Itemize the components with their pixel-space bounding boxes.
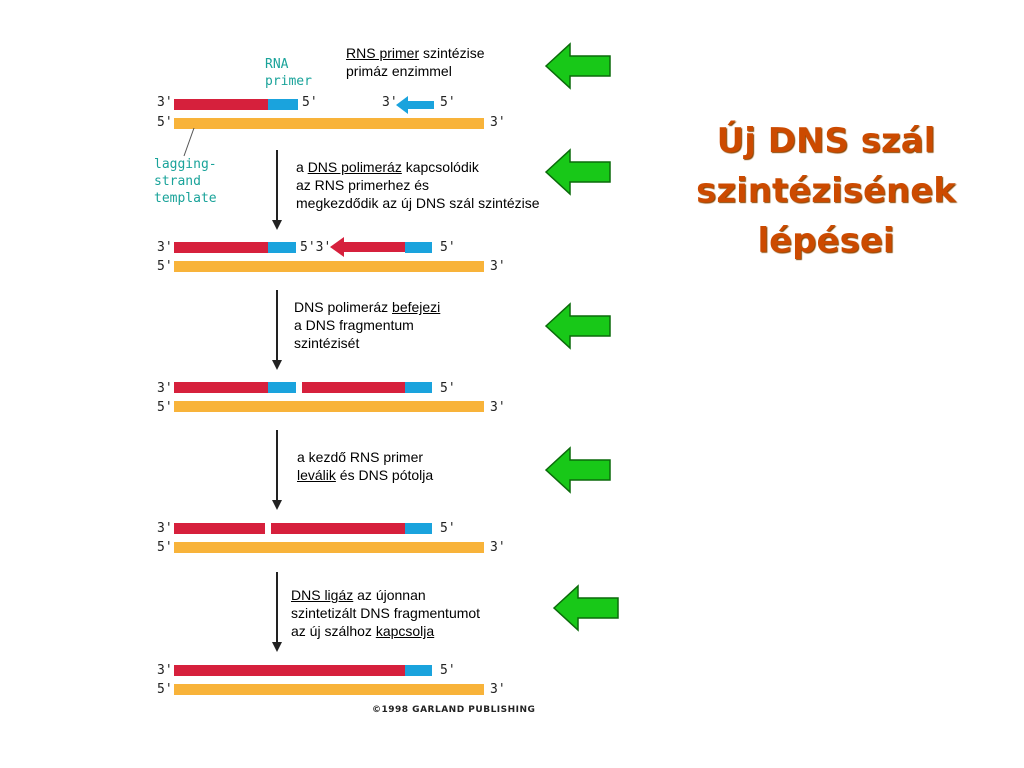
slide-title: Új DNS szál szintézisének lépései	[676, 116, 976, 266]
end-label: 5'	[440, 521, 456, 536]
end-label: 3'	[490, 115, 506, 130]
rna-primer-segment	[268, 99, 298, 110]
down-arrow-head	[272, 642, 282, 652]
end-label: 5'	[440, 381, 456, 396]
new-dna-strand	[271, 523, 405, 534]
lagging-pointer-line	[183, 128, 195, 157]
new-dna-strand	[174, 242, 268, 253]
primase-arrow	[396, 96, 434, 114]
end-label: 3'	[157, 521, 173, 536]
rna-primer-segment	[268, 382, 296, 393]
down-arrow-line	[276, 290, 278, 362]
step-3-text: DNS polimeráz befejezi a DNS fragmentum …	[294, 299, 441, 351]
rna-primer-segment	[268, 242, 296, 253]
green-arrow-left-icon	[544, 446, 611, 494]
end-label: 5'	[440, 240, 456, 255]
rna-primer-segment	[405, 382, 432, 393]
step-1-line-1: RNS primer szintézise	[346, 45, 485, 61]
polymerase-arrow	[330, 237, 406, 257]
rna-primer-label: RNA primer	[265, 57, 312, 89]
new-dna-strand	[174, 523, 265, 534]
green-arrow-left-icon	[544, 302, 611, 350]
end-label: 3'	[157, 663, 173, 678]
end-label: 3'	[490, 540, 506, 555]
green-arrow-left-icon	[544, 42, 611, 90]
template-strand	[174, 401, 484, 412]
new-dna-strand	[302, 382, 405, 393]
rna-primer-segment	[405, 523, 432, 534]
end-label: 3'	[157, 381, 173, 396]
title-line-1: Új DNS szál	[716, 121, 936, 161]
end-label: 5'	[157, 400, 173, 415]
lagging-strand-label: lagging- strand template	[154, 157, 217, 206]
title-line-2: szintézisének	[696, 171, 956, 211]
template-strand	[174, 261, 484, 272]
step-4-text: a kezdő RNS primer leválik és DNS pótolj…	[297, 449, 434, 483]
step-5-text: DNS ligáz az újonnan szintetizált DNS fr…	[291, 587, 481, 639]
template-strand	[174, 118, 484, 129]
end-label: 3'	[490, 400, 506, 415]
end-label: 3'	[157, 95, 173, 110]
template-strand	[174, 542, 484, 553]
end-label: 3'	[382, 95, 398, 110]
down-arrow-head	[272, 500, 282, 510]
end-label: 5'	[440, 95, 456, 110]
end-label: 5'3'	[300, 240, 332, 255]
down-arrow-line	[276, 572, 278, 644]
new-dna-strand	[174, 99, 268, 110]
end-label: 5'	[440, 663, 456, 678]
end-label: 5'	[302, 95, 318, 110]
end-label: 3'	[157, 240, 173, 255]
end-label: 5'	[157, 540, 173, 555]
green-arrow-left-icon	[544, 148, 611, 196]
new-dna-strand	[174, 665, 405, 676]
step-1-text: RNS primer szintézise primáz enzimmel	[346, 44, 484, 80]
down-arrow-line	[276, 150, 278, 222]
step-1-line-2: primáz enzimmel	[346, 63, 452, 79]
new-dna-strand	[174, 382, 268, 393]
copyright-notice: ©1998 GARLAND PUBLISHING	[372, 705, 536, 715]
title-line-3: lépései	[757, 221, 895, 261]
end-label: 5'	[157, 682, 173, 697]
green-arrow-left-icon	[552, 584, 619, 632]
end-label: 3'	[490, 259, 506, 274]
rna-primer-segment	[405, 242, 432, 253]
end-label: 5'	[157, 115, 173, 130]
rna-primer-segment	[405, 665, 432, 676]
end-label: 5'	[157, 259, 173, 274]
down-arrow-head	[272, 220, 282, 230]
step-2-text: a DNS polimeráz kapcsolódik az RNS prime…	[296, 159, 540, 211]
down-arrow-head	[272, 360, 282, 370]
down-arrow-line	[276, 430, 278, 502]
template-strand	[174, 684, 484, 695]
end-label: 3'	[490, 682, 506, 697]
